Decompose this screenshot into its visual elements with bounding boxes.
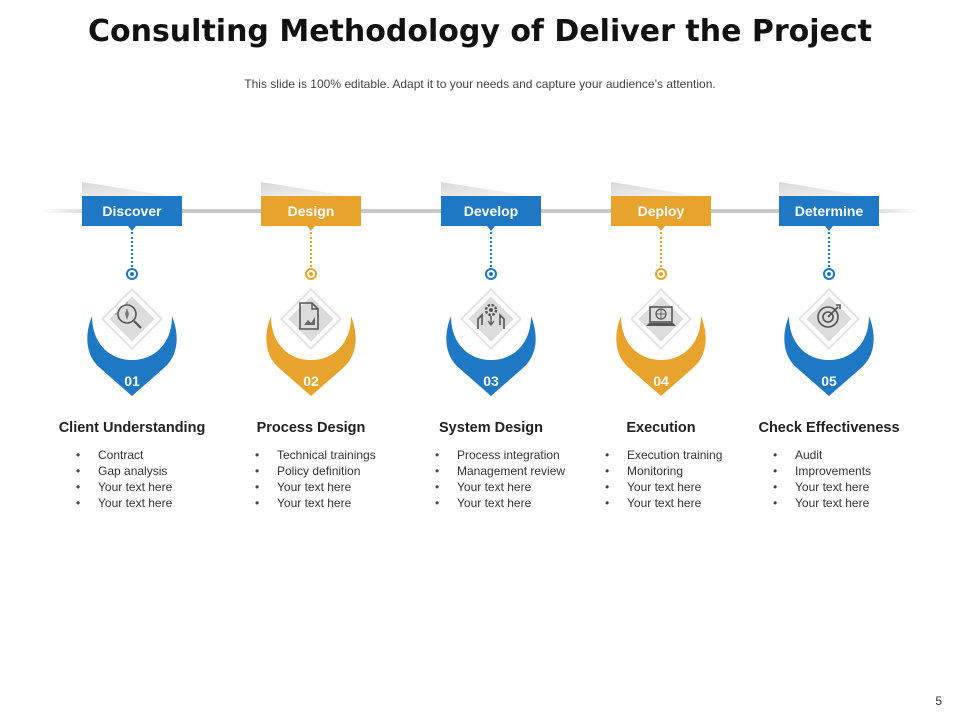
timeline-node [655, 268, 667, 280]
label-pointer [825, 226, 833, 231]
label-pointer [657, 226, 665, 231]
bullet-item: Your text here [605, 479, 767, 495]
step-badge [87, 316, 177, 396]
timeline-node [485, 268, 497, 280]
step-number: 03 [483, 373, 499, 389]
timeline-node [126, 268, 138, 280]
search-compass-icon [100, 287, 164, 351]
step-label: Deploy [611, 196, 711, 226]
connector-dots [660, 232, 662, 267]
step-badge [784, 316, 874, 396]
step-determine: Determine 05 Check Effectiveness AuditIm… [739, 180, 919, 540]
bullet-item: Monitoring [605, 463, 767, 479]
timeline-node [823, 268, 835, 280]
step-discover: Discover 01 Client Understanding Contrac… [42, 180, 222, 540]
bullet-item: Your text here [76, 479, 238, 495]
step-title: Check Effectiveness [758, 420, 900, 436]
step-title: Client Understanding [58, 420, 206, 436]
step-title: System Design [439, 420, 543, 436]
page-number: 5 [935, 694, 942, 708]
step-badge [616, 316, 706, 396]
bullet-item: Contract [76, 447, 238, 463]
bullet-item: Process integration [435, 447, 597, 463]
step-bullet-list: Process integrationManagement reviewYour… [433, 447, 597, 511]
step-title: Execution [626, 420, 696, 436]
step-deploy: Deploy 04 Execution Execution trainingMo… [571, 180, 751, 540]
bullet-item: Execution training [605, 447, 767, 463]
step-label: Design [261, 196, 361, 226]
bullet-item: Audit [773, 447, 935, 463]
step-number: 04 [653, 373, 669, 389]
step-label: Determine [779, 196, 879, 226]
connector-dots [131, 232, 133, 267]
step-label: Discover [82, 196, 182, 226]
bullet-item: Your text here [435, 495, 597, 511]
bullet-item: Your text here [773, 495, 935, 511]
timeline-node [305, 268, 317, 280]
bullet-item: Policy definition [255, 463, 417, 479]
step-bullet-list: Execution trainingMonitoringYour text he… [603, 447, 767, 511]
bullet-item: Your text here [605, 495, 767, 511]
label-pointer [307, 226, 315, 231]
laptop-globe-icon [629, 287, 693, 351]
bullet-item: Your text here [255, 479, 417, 495]
step-bullet-list: Technical trainingsPolicy definitionYour… [253, 447, 417, 511]
step-title: Process Design [256, 420, 366, 436]
label-pointer [128, 226, 136, 231]
bullet-item: Your text here [76, 495, 238, 511]
step-badge [266, 316, 356, 396]
step-number: 05 [821, 373, 837, 389]
label-pointer [487, 226, 495, 231]
target-arrow-icon [797, 287, 861, 351]
slide-subtitle: This slide is 100% editable. Adapt it to… [244, 77, 716, 91]
step-bullet-list: AuditImprovementsYour text hereYour text… [771, 447, 935, 511]
connector-dots [828, 232, 830, 267]
bullet-item: Your text here [435, 479, 597, 495]
step-design: Design 02 Process Design Technical train… [221, 180, 401, 540]
connector-dots [490, 232, 492, 267]
step-number: 02 [303, 373, 319, 389]
bullet-item: Technical trainings [255, 447, 417, 463]
document-chart-icon [279, 287, 343, 351]
connector-dots [310, 232, 312, 267]
step-develop: Develop 03 System Design Process integra… [401, 180, 581, 540]
bullet-item: Your text here [773, 479, 935, 495]
step-badge [446, 316, 536, 396]
step-bullet-list: ContractGap analysisYour text hereYour t… [74, 447, 238, 511]
bullet-item: Your text here [255, 495, 417, 511]
slide-title: Consulting Methodology of Deliver the Pr… [87, 14, 873, 49]
step-label: Develop [441, 196, 541, 226]
bullet-item: Management review [435, 463, 597, 479]
bullet-item: Improvements [773, 463, 935, 479]
bullet-item: Gap analysis [76, 463, 238, 479]
step-number: 01 [124, 373, 140, 389]
gear-hands-icon [459, 287, 523, 351]
